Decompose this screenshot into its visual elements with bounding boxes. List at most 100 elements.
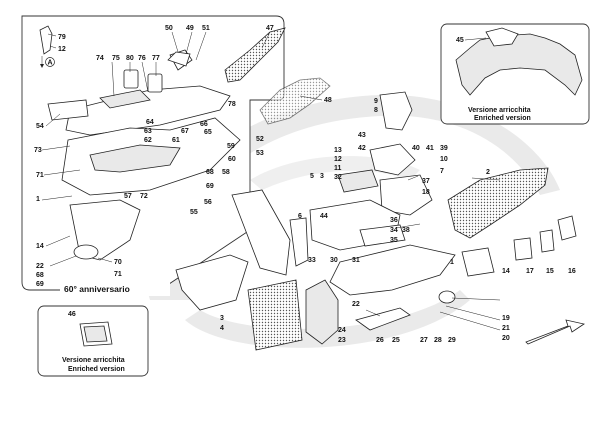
enriched-caption-it-bottom: Versione arricchita	[62, 357, 125, 364]
callout-22a[interactable]: 22	[36, 263, 44, 270]
callout-40[interactable]: 40	[412, 145, 420, 152]
callout-12b[interactable]: 12	[334, 156, 342, 163]
callout-20[interactable]: 20	[502, 335, 510, 342]
callout-38[interactable]: 38	[402, 227, 410, 234]
callout-71[interactable]: 71	[36, 172, 44, 179]
callout-18[interactable]: 18	[422, 189, 430, 196]
callout-53[interactable]: 53	[256, 150, 264, 157]
callout-77[interactable]: 77	[152, 55, 160, 62]
callout-22b[interactable]: 22	[352, 301, 360, 308]
callout-1b[interactable]: 1	[450, 259, 454, 266]
callout-42[interactable]: 42	[358, 145, 366, 152]
callout-73[interactable]: 73	[34, 147, 42, 154]
callout-15[interactable]: 15	[546, 268, 554, 275]
callout-16[interactable]: 16	[568, 268, 576, 275]
callout-31[interactable]: 31	[352, 257, 360, 264]
enriched-version-box-bottom: 46 Versione arricchita Enriched version	[37, 305, 149, 377]
leader-lines	[41, 31, 501, 331]
callout-63[interactable]: 63	[144, 128, 152, 135]
callout-79[interactable]: 79	[58, 34, 66, 41]
callout-61[interactable]: 61	[172, 137, 180, 144]
callout-28[interactable]: 28	[434, 337, 442, 344]
callout-62[interactable]: 62	[144, 137, 152, 144]
callout-52[interactable]: 52	[256, 136, 264, 143]
callout-34[interactable]: 34	[390, 227, 398, 234]
callout-13[interactable]: 13	[334, 147, 342, 154]
callout-68a[interactable]: 68	[206, 169, 214, 176]
callout-46[interactable]: 46	[68, 311, 76, 318]
callout-9[interactable]: 9	[374, 98, 378, 105]
callout-7[interactable]: 7	[440, 168, 444, 175]
callout-54[interactable]: 54	[36, 123, 44, 130]
callout-30[interactable]: 30	[330, 257, 338, 264]
callout-41[interactable]: 41	[426, 145, 434, 152]
callout-48[interactable]: 48	[324, 97, 332, 104]
callout-50[interactable]: 50	[165, 25, 173, 32]
callout-29[interactable]: 29	[448, 337, 456, 344]
callout-51[interactable]: 51	[202, 25, 210, 32]
callout-68b[interactable]: 68	[36, 272, 44, 279]
callout-78[interactable]: 78	[228, 101, 236, 108]
enriched-version-box-top: 45 Versione arricchita Enriched version	[440, 23, 590, 125]
callout-11[interactable]: 11	[334, 165, 342, 172]
callout-24[interactable]: 24	[338, 327, 346, 334]
callout-2[interactable]: 2	[486, 169, 490, 176]
callout-35[interactable]: 35	[390, 237, 398, 244]
callout-69a[interactable]: 69	[206, 183, 214, 190]
symbol-a-label: A	[48, 60, 53, 67]
callout-57[interactable]: 57	[124, 193, 132, 200]
callout-47[interactable]: 47	[266, 25, 274, 32]
callout-4[interactable]: 4	[220, 325, 224, 332]
callout-14b[interactable]: 14	[502, 268, 510, 275]
callout-56[interactable]: 56	[204, 199, 212, 206]
callout-55[interactable]: 55	[190, 209, 198, 216]
callout-27[interactable]: 27	[420, 337, 428, 344]
callout-21[interactable]: 21	[502, 325, 510, 332]
enriched-caption-en-top: Enriched version	[474, 115, 531, 122]
callout-64[interactable]: 64	[146, 119, 154, 126]
callout-25[interactable]: 25	[392, 337, 400, 344]
callout-14a[interactable]: 14	[36, 243, 44, 250]
callout-72[interactable]: 72	[140, 193, 148, 200]
callout-80[interactable]: 80	[126, 55, 134, 62]
callout-71b[interactable]: 71	[114, 271, 122, 278]
callout-75[interactable]: 75	[112, 55, 120, 62]
callout-32[interactable]: 32	[334, 174, 342, 181]
callout-36[interactable]: 36	[390, 217, 398, 224]
callout-74[interactable]: 74	[96, 55, 104, 62]
callout-66[interactable]: 66	[200, 121, 208, 128]
callout-70[interactable]: 70	[114, 259, 122, 266]
callout-43[interactable]: 43	[358, 132, 366, 139]
callout-49[interactable]: 49	[186, 25, 194, 32]
callout-17[interactable]: 17	[526, 268, 534, 275]
callout-19[interactable]: 19	[502, 315, 510, 322]
reference-symbol: A	[40, 56, 55, 68]
callout-44[interactable]: 44	[320, 213, 328, 220]
callout-3a[interactable]: 3	[320, 173, 324, 180]
callout-69b[interactable]: 69	[36, 281, 44, 288]
callout-8[interactable]: 8	[374, 107, 378, 114]
callout-39[interactable]: 39	[440, 145, 448, 152]
callout-65[interactable]: 65	[204, 129, 212, 136]
callout-23[interactable]: 23	[338, 337, 346, 344]
callout-6[interactable]: 6	[298, 213, 302, 220]
callout-1a[interactable]: 1	[36, 196, 40, 203]
callout-12[interactable]: 12	[58, 46, 66, 53]
callout-3b[interactable]: 3	[220, 315, 224, 322]
callout-numbers: 79 12 50 49 51 47 74 75 80 76 77 54 78 4…	[34, 25, 576, 344]
callout-37[interactable]: 37	[422, 178, 430, 185]
enriched-caption-it-top: Versione arricchita	[468, 107, 531, 114]
callout-58[interactable]: 58	[222, 169, 230, 176]
enriched-caption-en-bottom: Enriched version	[68, 366, 125, 373]
callout-10[interactable]: 10	[440, 156, 448, 163]
callout-45[interactable]: 45	[456, 37, 464, 44]
console-assembly-parts	[39, 25, 331, 261]
callout-5[interactable]: 5	[310, 173, 314, 180]
callout-33[interactable]: 33	[308, 257, 316, 264]
callout-26[interactable]: 26	[376, 337, 384, 344]
callout-59[interactable]: 59	[227, 143, 235, 150]
callout-76[interactable]: 76	[138, 55, 146, 62]
callout-67[interactable]: 67	[181, 128, 189, 135]
callout-60[interactable]: 60	[228, 156, 236, 163]
direction-arrow-icon	[525, 319, 586, 345]
